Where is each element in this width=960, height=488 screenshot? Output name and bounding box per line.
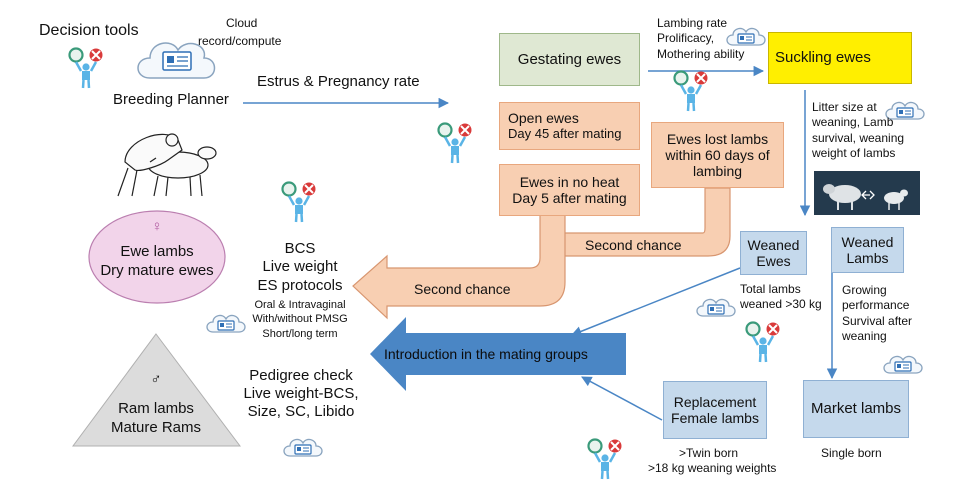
live-weight-label: Live weight — [262, 258, 338, 276]
litter-line4: weight of lambs — [812, 146, 896, 161]
litter-line1: Litter size at — [812, 100, 877, 114]
market-lambs-label: Market lambs — [810, 400, 902, 418]
lost-line2: within 60 days of — [665, 146, 770, 163]
total-lambs-line2: weaned >30 kg — [740, 297, 822, 312]
dry-mature-ewes-label: Dry mature ewes — [100, 262, 214, 279]
cloud-icon — [696, 298, 736, 317]
rams-triangle — [72, 333, 241, 447]
cloud-icon — [206, 314, 246, 333]
decision-person-icon — [745, 321, 781, 364]
suckling-ewes-label: Suckling ewes — [775, 49, 871, 67]
growing-line2: performance — [842, 298, 910, 313]
cloud-icon — [283, 438, 323, 457]
lambing-line2: Prolificacy, — [657, 31, 715, 46]
second-chance-lower-arrow — [352, 214, 566, 320]
weaned-ewes-line1: Weaned — [747, 236, 800, 253]
es-detail1: Oral & Intravaginal — [254, 299, 346, 311]
decision-person-icon — [587, 438, 623, 481]
weaned-ewes-box: Weaned Ewes — [740, 231, 807, 275]
bcs-label: BCS — [284, 240, 316, 257]
weaning-weights-note: >18 kg weaning weights — [648, 461, 777, 475]
cloud-computer-icon — [137, 42, 216, 79]
weaned-lambs-line2: Lambs — [846, 250, 889, 266]
growing-line1: Growing — [842, 283, 887, 297]
decision-person-icon — [281, 181, 317, 224]
lost-line3: lambing — [692, 163, 743, 180]
replacement-line1: Replacement — [673, 393, 757, 410]
decision-person-icon — [673, 70, 709, 113]
suckling-ewes-box: Suckling ewes — [768, 32, 912, 84]
sheep-mating-illustration — [117, 133, 217, 197]
replacement-to-intro-arrow — [581, 376, 663, 421]
growing-line4: weaning — [842, 329, 887, 344]
gestating-ewes-box: Gestating ewes — [499, 33, 640, 86]
decision-person-icon — [437, 122, 473, 165]
gestating-ewes-label: Gestating ewes — [517, 50, 622, 68]
litter-line3: survival, weaning — [812, 130, 905, 145]
growing-performance-note: Growing performance Survival after weani… — [842, 283, 912, 344]
weaned-lambs-line1: Weaned — [841, 233, 894, 250]
twin-born-note: >Twin born — [679, 446, 739, 460]
ewes-circle — [88, 210, 226, 304]
open-ewes-box: Open ewes Day 45 after mating — [499, 102, 640, 150]
single-born-note: Single born — [821, 446, 882, 460]
pedigree-label: Pedigree check — [249, 367, 353, 384]
litter-line2: weaning, Lamb — [812, 115, 894, 130]
growing-line3: Survival after — [842, 313, 913, 328]
weaned-lambs-box: Weaned Lambs — [831, 227, 904, 273]
total-lambs-note: Total lambs weaned >30 kg — [740, 282, 822, 313]
breeding-planner-label: Breeding Planner — [113, 91, 229, 108]
lambing-line3: Mothering ability — [657, 46, 745, 61]
second-chance-lower-label: Second chance — [414, 281, 511, 297]
ewe-assessment-text: BCS Live weight ES protocols — [245, 240, 355, 295]
second-chance-upper-label: Second chance — [585, 237, 682, 253]
ram-assessment-text: Pedigree check Live weight-BCS, Size, SC… — [240, 367, 362, 421]
open-ewes-line1: Open ewes — [508, 110, 579, 127]
introduction-arrow — [370, 317, 626, 391]
introduction-label: Introduction in the mating groups — [384, 346, 588, 362]
es-detail2: With/without PMSG — [252, 313, 348, 326]
cloud-record-label-line2: record/compute — [198, 34, 282, 48]
cloud-label-line1: Cloud — [226, 16, 258, 30]
sheep-lamb-photo — [814, 171, 920, 215]
ewe-lambs-label: Ewe lambs — [120, 243, 194, 260]
cloud-record-label: Cloud — [226, 16, 258, 31]
ewes-lost-lambs-box: Ewes lost lambs within 60 days of lambin… — [651, 122, 784, 188]
es-detail3: Short/long term — [262, 327, 338, 340]
decision-person-icon — [68, 47, 104, 90]
es-protocols-label: ES protocols — [257, 276, 343, 294]
lost-line1: Ewes lost lambs — [666, 130, 769, 147]
noheat-line2: Day 5 after mating — [512, 190, 627, 206]
litter-size-note: Litter size at weaning, Lamb survival, w… — [812, 100, 904, 161]
weaned-ewes-to-intro-arrow — [571, 267, 741, 337]
lambing-rate-note: Lambing rate Prolificacy, Mothering abil… — [657, 16, 744, 62]
noheat-line1: Ewes in no heat — [519, 173, 620, 190]
ewes-no-heat-box: Ewes in no heat Day 5 after mating — [499, 164, 640, 216]
estrus-pregnancy-label: Estrus & Pregnancy rate — [257, 73, 420, 90]
open-ewes-line2: Day 45 after mating — [508, 125, 622, 141]
decision-tools-label: Decision tools — [39, 22, 139, 39]
ram-lambs-label: Ram lambs — [118, 400, 194, 417]
replacement-female-box: Replacement Female lambs — [663, 381, 767, 439]
weaned-ewes-line2: Ewes — [756, 253, 791, 269]
cloud-icon — [883, 355, 923, 374]
replacement-line2: Female lambs — [671, 410, 759, 426]
lambing-line1: Lambing rate — [657, 16, 728, 30]
size-label: Size, SC, Libido — [247, 403, 355, 420]
total-lambs-line1: Total lambs — [740, 282, 801, 296]
mature-rams-label: Mature Rams — [110, 419, 202, 436]
female-symbol: ♀ — [151, 218, 163, 235]
male-symbol: ♂ — [150, 371, 162, 388]
market-lambs-box: Market lambs — [803, 380, 909, 438]
es-protocol-details: Oral & Intravaginal With/without PMSG Sh… — [245, 298, 355, 341]
ram-live-weight-label: Live weight-BCS, — [243, 385, 359, 402]
